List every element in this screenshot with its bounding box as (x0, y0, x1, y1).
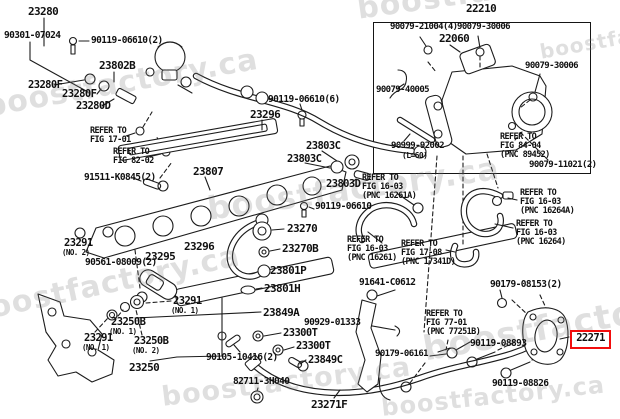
part-label: 23807 (193, 165, 224, 178)
part-label: 23291 (84, 332, 113, 344)
part-label: 23250B (111, 316, 146, 328)
fuel-hose-art (113, 71, 427, 159)
part-label: 23280 (28, 5, 59, 18)
lower-hose-art (217, 323, 566, 404)
refer-note: REFER TO FIG 84-04 (PNC 89452) (500, 132, 550, 161)
part-label: 90105-10416(2) (206, 352, 278, 363)
gasket-and-bolts-art (355, 289, 570, 393)
part-label: 23250B (134, 335, 169, 347)
part-label: 90079-30006 (457, 22, 511, 32)
part-label: 90079-30006 (525, 61, 579, 71)
part-label: 90119-08826 (492, 378, 549, 389)
part-label: 23296 (184, 240, 215, 253)
part-label: 23280F (28, 79, 63, 91)
part-label: 23803C (287, 153, 322, 165)
part-label: 90561-08009(2) (85, 257, 157, 268)
part-label: 91641-C0612 (359, 277, 416, 288)
part-label: 90999-92002 (391, 141, 445, 151)
vacuum-hoses-art (355, 187, 518, 268)
part-label: 23300T (296, 340, 331, 352)
part-label: 23270 (287, 222, 318, 235)
refer-note: REFER TO FIG 16-03 (PNC 16261A) (362, 173, 417, 202)
part-label: 23849A (263, 306, 300, 319)
part-label: 82711-3H040 (233, 376, 290, 387)
fuel-pressure-regulator-art (29, 17, 193, 107)
part-label: 23295 (145, 250, 176, 263)
part-label: 23291 (173, 295, 202, 307)
part-label: 23801P (270, 264, 307, 277)
part-label: 23296 (250, 108, 281, 121)
refer-note: REFER TO FIG 16-03 (PNC 16261) (347, 235, 397, 264)
refer-note: REFER TO FIG 82-02 (113, 147, 154, 167)
part-label: 90079-11021(2) (529, 160, 597, 170)
part-label: 23300T (283, 327, 318, 339)
part-label: 91511-K0845(2) (84, 172, 156, 183)
part-label: 23280F (62, 88, 97, 100)
refer-note: REFER TO FIG 16-03 (PNC 16264) (516, 219, 566, 248)
part-label: 23250 (129, 361, 160, 374)
injector-cluster-art (37, 213, 285, 383)
refer-note: REFER TO FIG 16-03 (PNC 16264A) (520, 188, 575, 217)
part-label: 90119-06610(2) (91, 35, 163, 46)
part-label: 23801H (264, 282, 301, 295)
part-label: 90119-08893 (470, 338, 527, 349)
part-label: (NO. 2) (62, 248, 90, 257)
part-label: 23803C (306, 140, 341, 152)
part-label: 90179-08153(2) (490, 279, 562, 290)
part-label: 22060 (439, 32, 470, 45)
part-label: 90079-21004(4) (390, 22, 458, 32)
part-label: 23802B (99, 59, 136, 72)
part-label: 23291 (64, 237, 93, 249)
part-label: (NO. 1) (171, 306, 199, 315)
refer-note: REFER TO FIG 77-01 (PNC 77251B) (426, 309, 481, 338)
part-label: 90119-06610 (315, 201, 372, 212)
throttle-body-art (389, 35, 553, 333)
refer-note: REFER TO FIG 17-08 (PNC 17341D) (401, 239, 456, 268)
part-label: (NO. 1) (82, 343, 110, 352)
highlighted-part-label[interactable]: 22271 (570, 330, 611, 349)
part-label: 90301-07024 (4, 30, 61, 41)
part-label: (NO. 1) (109, 327, 137, 336)
part-label: (L=60) (402, 151, 428, 160)
part-label: 23803D (326, 178, 361, 190)
part-label: 22210 (466, 2, 497, 15)
inset-box-22210 (373, 22, 591, 174)
part-label: 90929-01333 (304, 317, 361, 328)
part-label: 90079-40005 (376, 85, 430, 95)
part-label: 23271F (311, 398, 348, 411)
refer-note: REFER TO FIG 17-01 (90, 126, 131, 146)
part-label: 23849C (308, 354, 343, 366)
part-label: 90119-06610(6) (268, 94, 340, 105)
part-label: 90179-06161 (375, 349, 429, 359)
part-label: 23270B (282, 242, 319, 255)
part-label: (NO. 2) (132, 346, 160, 355)
part-label: 23280D (76, 100, 111, 112)
